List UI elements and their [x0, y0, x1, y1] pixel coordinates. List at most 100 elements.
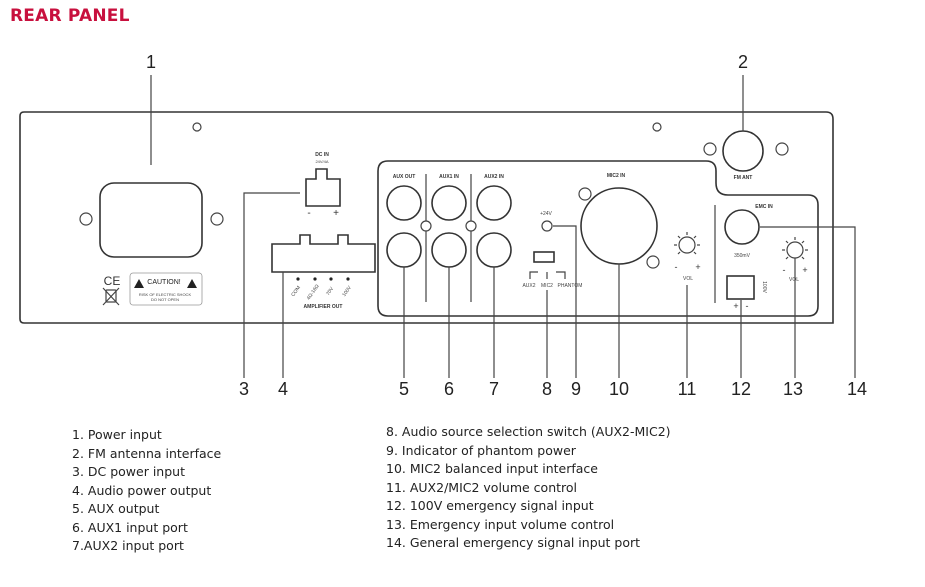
- vol-minus: -: [675, 262, 678, 272]
- callout-1: 1: [146, 52, 156, 72]
- legend-item: 14. General emergency signal input port: [386, 535, 641, 550]
- callout-11: 11: [678, 379, 697, 399]
- dc-in-rating: 24V/4A: [315, 159, 328, 164]
- aux2-in-label: AUX2 IN: [484, 174, 504, 180]
- callout-13: 13: [783, 379, 803, 399]
- emc-level-label: 350mV: [734, 253, 751, 259]
- fm-ant-screw: [775, 142, 789, 156]
- callout-leaders: [150, 75, 856, 378]
- caution-line1: RISK OF ELECTRIC SHOCK: [139, 292, 192, 297]
- legend-item: 4. Audio power output: [72, 482, 212, 498]
- power-input-socket: [99, 182, 203, 258]
- switch-opt-aux2: AUX2: [522, 283, 535, 289]
- rear-panel-diagram: CE CAUTION! RISK OF ELECTRIC SHOCK DO NO…: [19, 52, 867, 399]
- ground-post: [420, 220, 432, 232]
- warning-triangle-icon: [187, 279, 197, 288]
- switch-opt-phantom: PHANTOM: [558, 283, 583, 289]
- legend-item: 1. Power input: [72, 427, 162, 442]
- aux-out-label: AUX OUT: [393, 174, 416, 180]
- mount-hole: [192, 122, 202, 132]
- caution-label: [129, 272, 203, 306]
- phantom-indicator-led: [541, 220, 553, 232]
- emergency-volume-knob-icon: [782, 237, 808, 260]
- emc-vol-plus: +: [802, 265, 807, 275]
- caution-text: CAUTION!: [147, 279, 181, 286]
- ce-mark: CE: [104, 274, 121, 288]
- callout-2: 2: [738, 52, 748, 72]
- amp-term-ohm: 4Ω-16Ω: [306, 283, 321, 301]
- warning-triangle-icon: [134, 279, 144, 288]
- mount-hole: [652, 122, 662, 132]
- emergency-100v-terminal: [726, 275, 755, 300]
- caution-line2: DO NOT OPEN: [151, 297, 179, 302]
- legend-item: 9. Indicator of phantom power: [386, 442, 576, 458]
- xlr-screw: [578, 187, 592, 201]
- emc-in-socket: [724, 209, 760, 245]
- callout-5: 5: [399, 379, 409, 399]
- aux2-in-jack-bottom: [476, 232, 512, 268]
- source-select-switch: [533, 251, 555, 263]
- vol-label: VOL: [683, 276, 693, 282]
- phantom-voltage-label: +24V: [540, 211, 552, 217]
- panel-outline: [19, 111, 834, 324]
- dc-plus: +: [333, 208, 339, 219]
- callout-10: 10: [609, 379, 629, 399]
- aux2-in-jack-top: [476, 185, 512, 221]
- emc-vol-label: VOL: [789, 277, 799, 283]
- aux1-in-jack-top: [431, 185, 467, 221]
- aux2-mic2-volume-knob-icon: [674, 232, 700, 255]
- ground-post: [465, 220, 477, 232]
- emc-in-label: EMC IN: [755, 204, 773, 210]
- amplifier-out-label: AMPLIFIER OUT: [304, 304, 343, 310]
- weee-bin-icon: [102, 287, 120, 306]
- fm-ant-label: FM ANT: [734, 175, 753, 181]
- dc-in-label: DC IN: [315, 152, 329, 158]
- legend-item: 7.AUX2 input port: [72, 538, 184, 553]
- mic2-xlr-socket: [580, 187, 658, 265]
- callout-4: 4: [278, 379, 288, 399]
- section-title: REAR PANEL: [10, 6, 130, 26]
- aux-out-jack-bottom: [386, 232, 422, 268]
- switch-arrows-icon: [529, 271, 566, 279]
- legend-item: 6. AUX1 input port: [72, 519, 188, 535]
- emc-plus: +: [733, 301, 738, 311]
- xlr-screw: [646, 255, 660, 269]
- audio-section-outline: [377, 160, 819, 317]
- aux1-in-label: AUX1 IN: [439, 174, 459, 180]
- callout-12: 12: [731, 379, 751, 399]
- emc-vol-minus: -: [783, 265, 786, 275]
- legend-item: 11. AUX2/MIC2 volume control: [386, 479, 578, 495]
- dc-minus: -: [307, 208, 310, 219]
- aux-out-jack-top: [386, 185, 422, 221]
- power-screw-left: [79, 212, 93, 226]
- aux1-in-jack-bottom: [431, 232, 467, 268]
- callout-8: 8: [542, 379, 552, 399]
- fm-antenna-socket: [722, 130, 764, 172]
- fm-ant-screw: [703, 142, 717, 156]
- dc-in-connector: [305, 168, 341, 207]
- legend-item: 10. MIC2 balanced input interface: [386, 461, 598, 476]
- amp-term-100v: 100V: [341, 284, 353, 298]
- power-screw-right: [210, 212, 224, 226]
- amplifier-out-terminal: [271, 234, 376, 273]
- legend-left: 1. Power input 2. FM antenna interface 3…: [72, 426, 221, 556]
- emc-minus: -: [746, 301, 749, 311]
- legend-item: 3. DC power input: [72, 464, 185, 479]
- vol-plus: +: [695, 262, 700, 272]
- legend-item: 12. 100V emergency signal input: [386, 498, 594, 513]
- legend-right: 8. Audio source selection switch (AUX2-M…: [386, 423, 671, 553]
- callout-3: 3: [239, 379, 249, 399]
- legend-item: 2. FM antenna interface: [72, 445, 222, 461]
- legend-item: 8. Audio source selection switch (AUX2-M…: [386, 424, 671, 439]
- amp-terminal-dots: [296, 277, 350, 281]
- callout-14: 14: [847, 379, 867, 399]
- legend-item: 13. Emergency input volume control: [386, 516, 615, 532]
- mic2-in-label: MIC2 IN: [607, 173, 626, 179]
- v100-label: 100V: [761, 281, 767, 293]
- legend-item: 5. AUX output: [72, 501, 160, 516]
- amp-term-70v: 70V: [325, 286, 335, 297]
- switch-opt-mic2: MIC2: [541, 283, 553, 289]
- amp-term-com: COM: [290, 285, 302, 298]
- callout-9: 9: [571, 379, 581, 399]
- callout-6: 6: [444, 379, 454, 399]
